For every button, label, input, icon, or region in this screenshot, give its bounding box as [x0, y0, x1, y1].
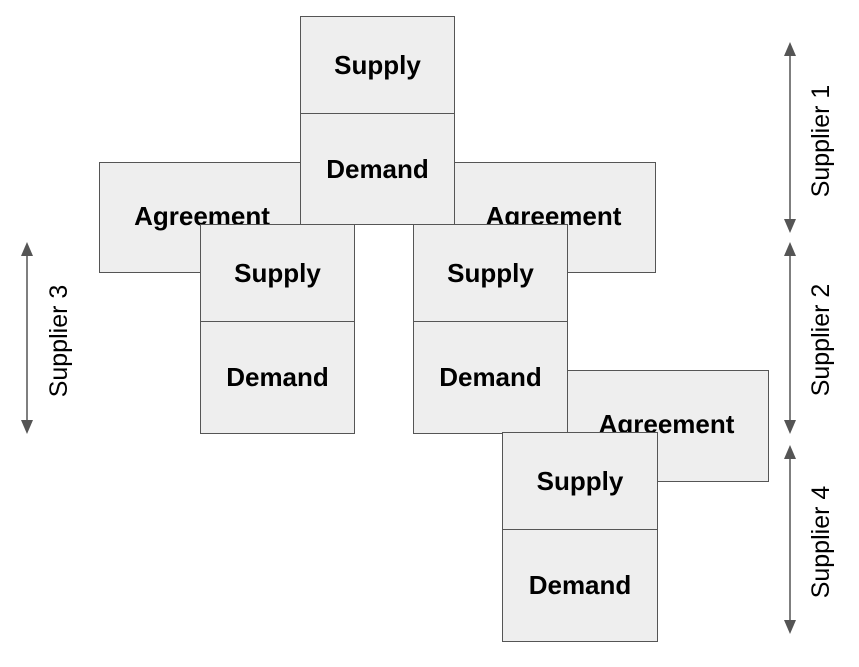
supplier-4-demand-box: Demand: [502, 529, 658, 642]
supplier-3-range-arrow: [21, 242, 33, 434]
supply-label: Supply: [234, 258, 321, 288]
supplier-3-label: Supplier 3: [45, 284, 73, 398]
supplier-1-range-arrow: [784, 42, 796, 233]
supplier-2-supply-box: Supply: [413, 224, 568, 323]
supply-label: Supply: [536, 466, 624, 496]
supplier-4-supply-box: Supply: [502, 432, 658, 531]
supplier-2-label: Supplier 2: [807, 283, 835, 397]
supplier-3-demand-box: Demand: [200, 321, 355, 434]
demand-label: Demand: [528, 570, 632, 600]
supply-label: Supply: [447, 258, 534, 288]
supplier-1-label: Supplier 1: [807, 84, 835, 198]
demand-label: Demand: [439, 362, 542, 392]
supplier-4-range-arrow: [784, 445, 796, 634]
supply-label: Supply: [334, 49, 421, 80]
supplier-2-demand-box: Demand: [413, 321, 568, 434]
supplier-1-demand-box: Demand: [300, 113, 455, 225]
supplier-3-supply-box: Supply: [200, 224, 355, 323]
supplier-1-supply-box: Supply: [300, 16, 455, 114]
supplier-2-range-arrow: [784, 242, 796, 434]
supplier-4-label: Supplier 4: [807, 485, 835, 599]
demand-label: Demand: [326, 153, 429, 184]
demand-label: Demand: [226, 362, 329, 392]
